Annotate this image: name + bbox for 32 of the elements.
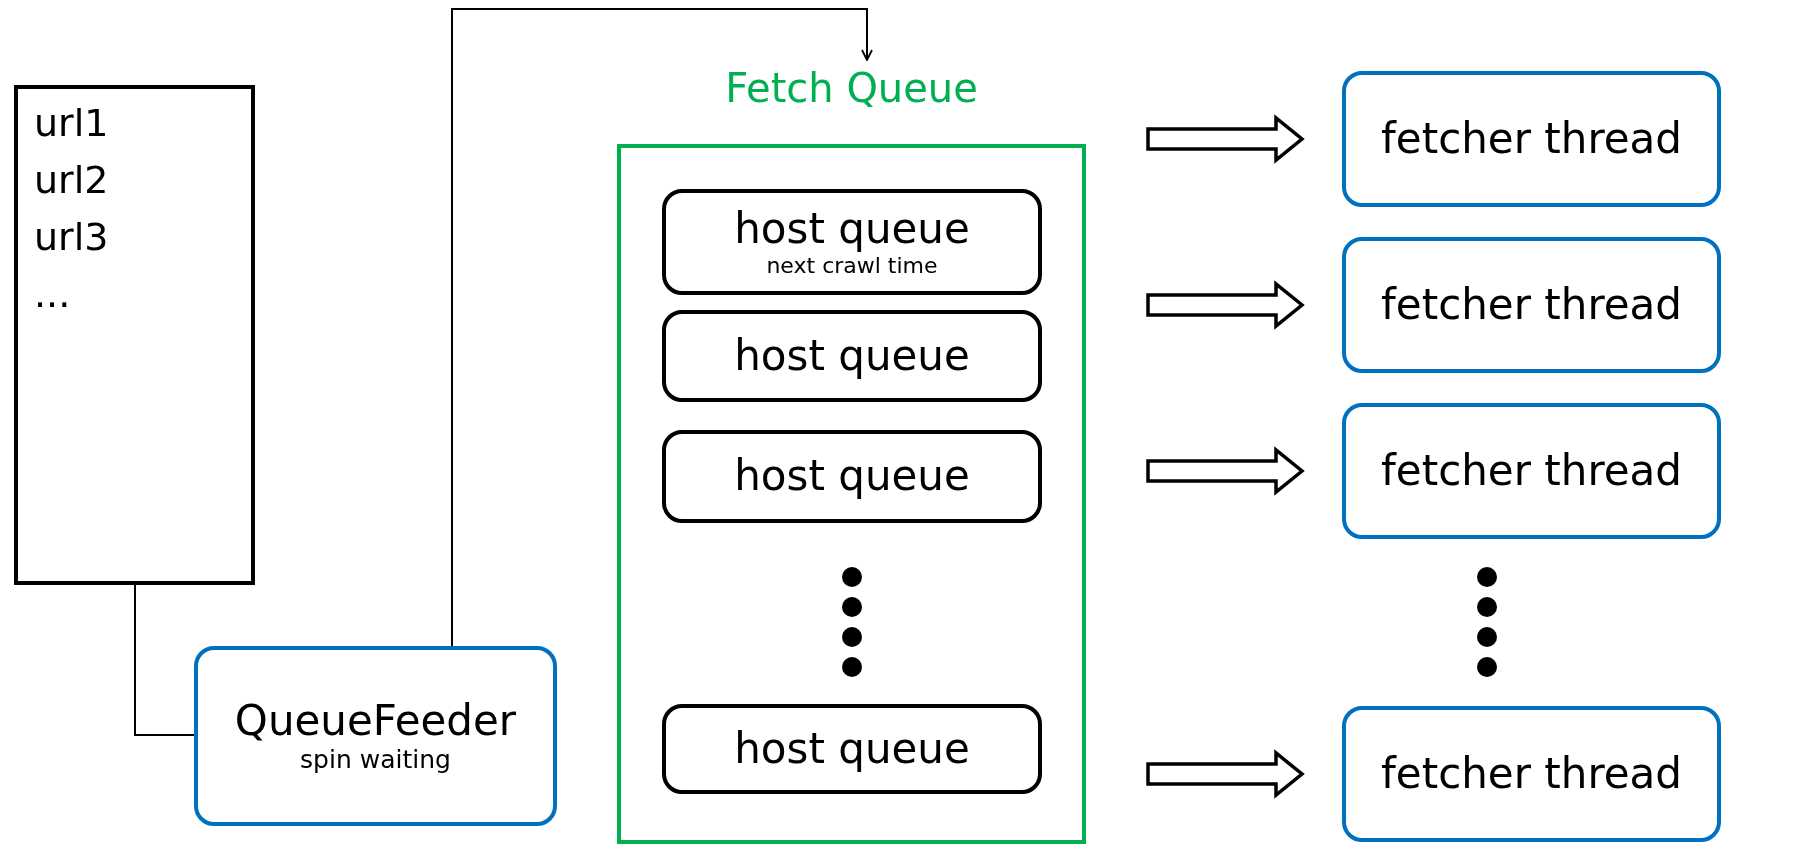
node-title: host queue: [734, 452, 970, 501]
node-title: fetcher thread: [1381, 446, 1682, 496]
connector-line: [451, 8, 873, 647]
url-item: url2: [34, 157, 110, 204]
process-box: [1342, 706, 1721, 842]
block-arrow: [1146, 280, 1305, 330]
url-list-box: [14, 85, 255, 585]
node-title: fetcher thread: [1381, 280, 1682, 330]
node-subtitle: spin waiting: [300, 745, 451, 776]
url-item: ...: [34, 271, 72, 318]
url-item: url1: [34, 100, 110, 147]
block-arrow: [1146, 446, 1305, 496]
node-title: host queue: [734, 204, 970, 253]
node-title: fetcher thread: [1381, 749, 1682, 799]
block-arrow: [1146, 114, 1305, 164]
process-box: [194, 646, 557, 826]
node-subtitle: next crawl time: [766, 252, 938, 280]
block-arrow: [1146, 749, 1305, 799]
process-box: [1342, 237, 1721, 373]
process-box: [1342, 403, 1721, 539]
queue-title: Fetch Queue: [725, 64, 978, 113]
node-title: fetcher thread: [1381, 114, 1682, 164]
connector-line: [134, 584, 195, 736]
process-box: [662, 430, 1042, 523]
process-box: [1342, 71, 1721, 207]
node-title: host queue: [734, 724, 970, 774]
node-title: QueueFeeder: [234, 696, 517, 746]
node-title: host queue: [734, 331, 970, 381]
url-item: url3: [34, 214, 110, 261]
process-box: [662, 310, 1042, 402]
process-box: [662, 704, 1042, 794]
process-box: [662, 189, 1042, 295]
